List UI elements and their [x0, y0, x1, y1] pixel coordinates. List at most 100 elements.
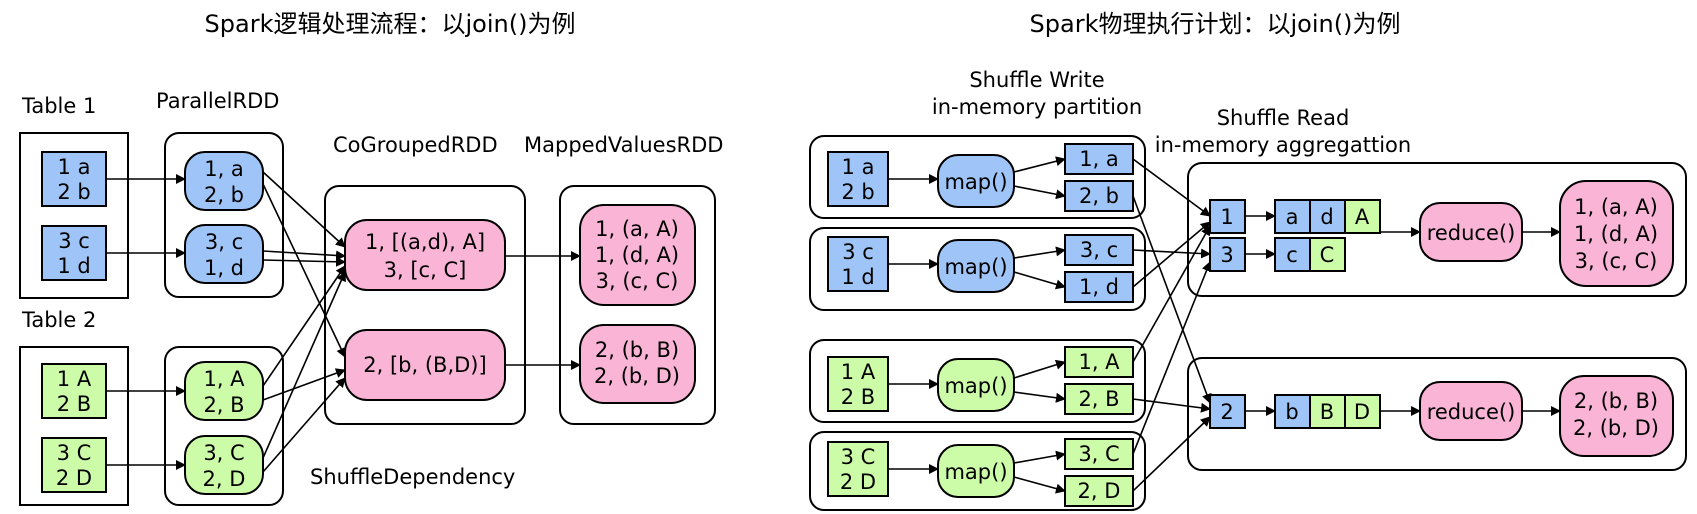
cell-text: 1 a — [842, 155, 875, 179]
cell-text: 1, A — [1078, 350, 1120, 374]
map-task-2: 3 c 1 d map() 3, c 1, d — [827, 234, 1134, 303]
shuffle-write-sublabel: in-memory partition — [932, 95, 1142, 119]
edge — [1132, 195, 1212, 404]
cell-text: c — [1286, 243, 1298, 267]
cell-text: 2 b — [57, 180, 90, 204]
shuffle-read-label: Shuffle Read — [1217, 106, 1350, 130]
cell-text: 2, D — [1078, 479, 1121, 503]
table2-partition-2: 3 C 2 D — [41, 437, 107, 493]
edge — [262, 250, 346, 261]
edge — [1132, 416, 1211, 492]
shuffle-write-label: Shuffle Write — [969, 68, 1104, 92]
cell-text: 1, (a, A) — [1574, 195, 1658, 219]
edge — [1013, 156, 1066, 173]
cell-text: A — [1355, 205, 1370, 229]
shuffle-read-sublabel: in-memory aggregattion — [1155, 133, 1411, 157]
map-op-label: map() — [944, 460, 1007, 484]
cell-text: 2, (b, D) — [1573, 416, 1659, 440]
map-output — [1064, 438, 1134, 470]
map-op-label: map() — [944, 170, 1007, 194]
cell-text: b — [1285, 400, 1298, 424]
map-task-4: 3 C 2 D map() 3, C 2, D — [827, 438, 1134, 507]
edge — [1132, 398, 1211, 413]
cell-text: 2 D — [56, 466, 92, 490]
cell-text: 2, B — [1078, 387, 1119, 411]
cell-text: 3 C — [841, 445, 876, 469]
agg-cell — [1274, 237, 1311, 272]
cell-text: 3, [c, C] — [384, 258, 467, 282]
cell-text: 3 c — [58, 229, 90, 253]
cell-text: 1 d — [57, 254, 90, 278]
edge — [1013, 450, 1066, 464]
cell-text: 1 — [1220, 205, 1233, 229]
map-task-1: 1 a 2 b map() 1, a 2, b — [827, 143, 1134, 212]
reduce-op-label: reduce() — [1427, 400, 1516, 424]
cell-text: 2 B — [57, 392, 91, 416]
cell-text: 2, [b, (B,D)] — [363, 353, 486, 377]
cell-text: 2 B — [841, 385, 875, 409]
edge — [262, 183, 346, 358]
parallel-rdd2-partition-2: 3, C 2, D — [184, 435, 264, 495]
cell-text: 3, (c, C) — [596, 269, 679, 293]
cell-text: 2 b — [841, 180, 874, 204]
map-output — [1064, 475, 1134, 507]
cell-text: 1 a — [58, 155, 91, 179]
parallel-rdd1-partition-1: 1, a 2, b — [184, 151, 264, 211]
cell-text: 1, [(a,d), A] — [365, 230, 485, 254]
edge — [262, 256, 346, 267]
cell-text: 2, b — [204, 183, 244, 207]
left-edges — [106, 171, 581, 473]
reduce-key — [1209, 199, 1246, 234]
shuffle-dependency-label: ShuffleDependency — [310, 465, 515, 489]
parallel-rdd2-partition-1: 1, A 2, B — [184, 361, 264, 421]
cell-text: 1, (d, A) — [1574, 222, 1658, 246]
cell-text: 1 d — [841, 265, 874, 289]
edge — [1013, 359, 1066, 379]
cogrouped-rdd-label: CoGroupedRDD — [333, 133, 498, 157]
cell-text: 1, d — [1079, 275, 1119, 299]
cell-text: C — [1320, 243, 1335, 267]
cell-text: 2, b — [1079, 184, 1119, 208]
edge — [1132, 225, 1211, 363]
cell-text: 3, c — [205, 230, 243, 254]
map-edges — [888, 156, 1066, 494]
table1-partition-2: 3 c 1 d — [41, 225, 107, 281]
cell-text: 1, a — [204, 157, 244, 181]
agg-cell — [1309, 199, 1346, 234]
agg-cell — [1344, 394, 1381, 429]
cell-text: 2, B — [203, 393, 244, 417]
right-title: Spark物理执行计划：以join()为例 — [1030, 10, 1401, 38]
edge — [1013, 391, 1066, 403]
cell-text: 2 — [1220, 400, 1233, 424]
reduce-edges — [1245, 211, 1561, 416]
cell-text: 2, (b, B) — [1574, 389, 1658, 413]
map-op-label: map() — [944, 374, 1007, 398]
shuffle-edges — [1132, 158, 1212, 492]
table1-partition-1: 1 a 2 b — [41, 151, 107, 207]
cogrouped-partition-2: 2, [b, (B,D)] — [344, 329, 506, 401]
reduce-task-2: 2 b B D reduce() 2, (b, B) 2, (b, D) — [1209, 375, 1674, 457]
cogrouped-partition-1: 1, [(a,d), A] 3, [c, C] — [344, 219, 506, 291]
cell-text: 3 c — [842, 240, 874, 264]
cell-text: B — [1320, 400, 1334, 424]
cell-text: 3, C — [1078, 442, 1119, 466]
map-output — [1064, 180, 1134, 212]
edge — [262, 265, 346, 387]
edge — [1013, 246, 1066, 259]
cell-text: 3, C — [203, 441, 244, 465]
table1-label: Table 1 — [21, 94, 96, 118]
agg-cell — [1274, 199, 1311, 234]
map-input — [827, 151, 889, 207]
cell-text: 3, c — [1080, 238, 1118, 262]
edge — [1132, 248, 1211, 259]
cell-text: 2, D — [203, 467, 246, 491]
table2-label: Table 2 — [21, 308, 96, 332]
cell-text: 1 A — [841, 360, 876, 384]
cell-text: d — [1320, 205, 1333, 229]
edge — [1013, 185, 1066, 200]
map-output — [1064, 143, 1134, 175]
cell-text: a — [1286, 205, 1299, 229]
cell-text: 2, (b, D) — [594, 364, 680, 388]
map-output — [1064, 383, 1134, 415]
